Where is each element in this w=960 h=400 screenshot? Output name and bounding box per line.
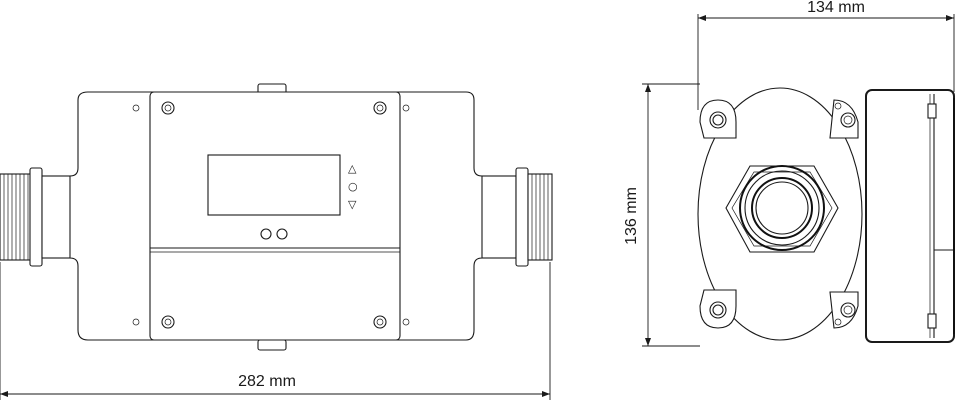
display-screen [207, 154, 341, 216]
control-box-side [865, 89, 955, 343]
length-dimension: 282 mm [0, 262, 551, 400]
mounting-ears [699, 99, 859, 329]
height-label: 136 mm [623, 187, 640, 245]
led-indicator-2 [276, 228, 288, 240]
bottom-tab [257, 339, 287, 351]
height-dimension: 136 mm [623, 83, 700, 347]
front-view: △ ○ ▽ 282 mm [0, 83, 553, 400]
down-arrow-icon: ▽ [348, 198, 357, 211]
ok-button-icon: ○ [348, 180, 358, 193]
led-indicator-1 [260, 228, 272, 240]
right-pipe-connector [479, 167, 553, 267]
side-view: 134 mm 136 mm [623, 0, 955, 347]
up-arrow-icon: △ [348, 162, 357, 175]
depth-dimension: 134 mm [697, 0, 955, 110]
left-pipe-connector [0, 167, 79, 267]
depth-label: 134 mm [807, 0, 865, 16]
control-box [149, 91, 401, 341]
length-label: 282 mm [238, 373, 296, 390]
front-screws [132, 101, 410, 329]
